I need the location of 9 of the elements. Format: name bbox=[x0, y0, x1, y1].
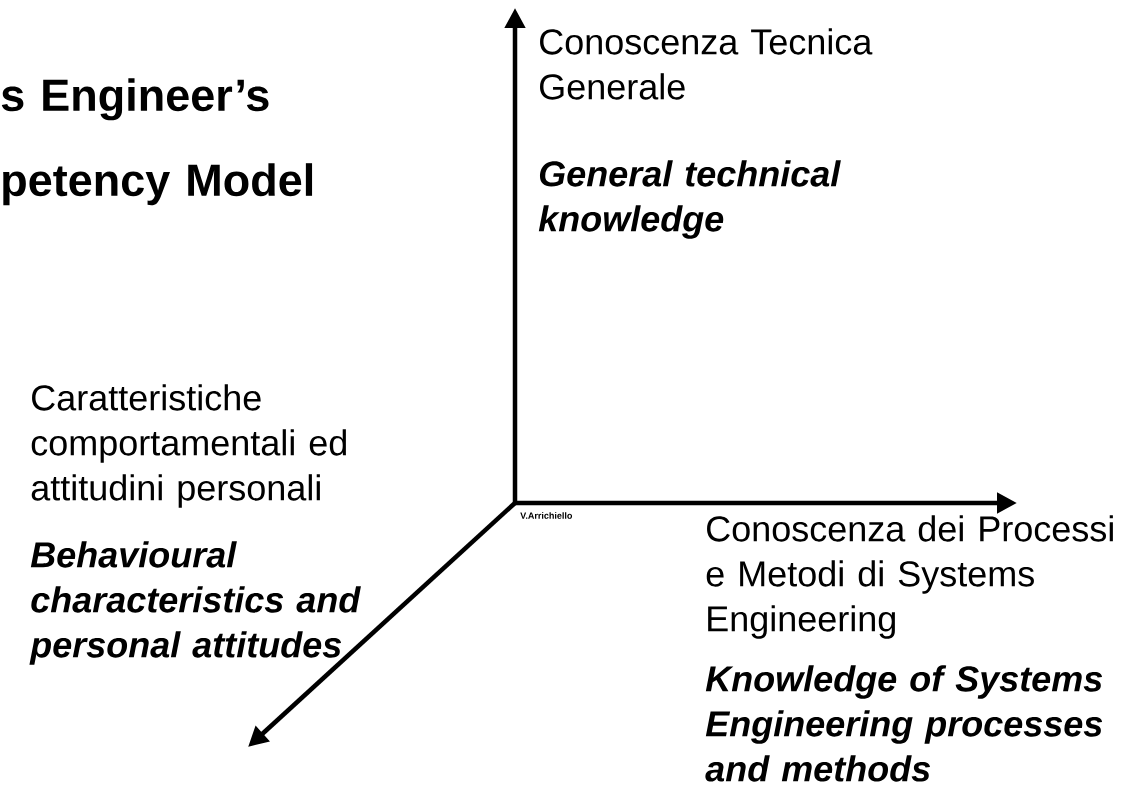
title: petency Model bbox=[3, 163, 313, 206]
axis-label: Conoscenza dei Processi e Metodi di Systems Engineering bbox=[706, 515, 1113, 639]
axis-label: Behavioural characteristics and personal attitudes bbox=[29, 541, 361, 665]
title: s Engineer’s bbox=[1, 78, 269, 121]
axis-label: Conoscenza Tecnica Generale bbox=[540, 28, 873, 100]
axis-label: General technical knowledge bbox=[538, 160, 841, 239]
author-note: V.Arrichiello bbox=[520, 512, 573, 519]
axis-label: Knowledge of Systems Engineering processes and methods bbox=[705, 665, 1103, 782]
axis-label: Caratteristiche comportamentali ed attitudini personali bbox=[31, 384, 346, 508]
